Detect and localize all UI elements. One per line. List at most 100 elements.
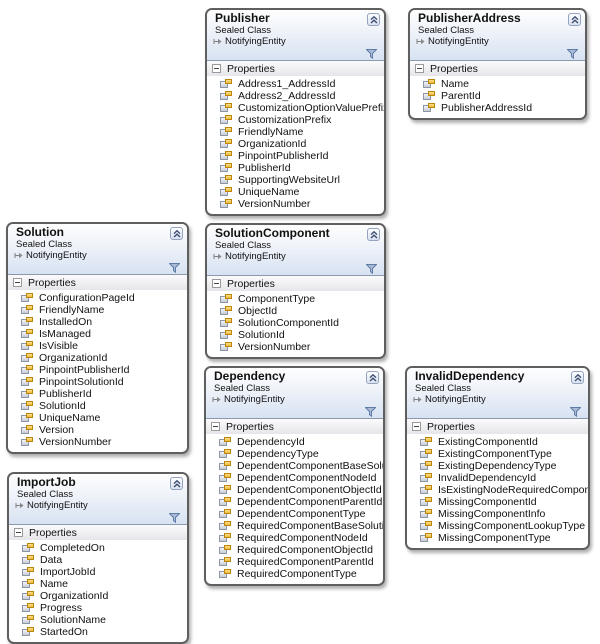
property-row[interactable]: Address2_AddressId xyxy=(207,90,384,102)
property-row[interactable]: RequiredComponentBaseSolutionId xyxy=(206,520,383,532)
class-box-publisher[interactable]: Publisher Sealed Class NotifyingEntity P… xyxy=(205,8,386,216)
property-row[interactable]: UniqueName xyxy=(207,186,384,198)
property-row[interactable]: ExistingDependencyType xyxy=(407,460,588,472)
class-box-solution[interactable]: Solution Sealed Class NotifyingEntity Pr… xyxy=(6,222,189,454)
property-row[interactable]: StartedOn xyxy=(9,626,187,638)
minus-box-icon[interactable] xyxy=(211,422,220,431)
base-class-row: NotifyingEntity xyxy=(413,394,584,405)
funnel-filter-icon[interactable] xyxy=(169,512,180,523)
property-row[interactable]: ObjectId xyxy=(207,305,384,317)
property-row[interactable]: MissingComponentInfo xyxy=(407,508,588,520)
minus-box-icon[interactable] xyxy=(13,278,22,287)
property-label: VersionNumber xyxy=(39,436,112,448)
chevron-up-double-icon[interactable] xyxy=(170,477,183,490)
property-row[interactable]: PublisherId xyxy=(8,388,187,400)
property-row[interactable]: InvalidDependencyId xyxy=(407,472,588,484)
class-box-importjob[interactable]: ImportJob Sealed Class NotifyingEntity P… xyxy=(7,472,189,644)
property-row[interactable]: RequiredComponentObjectId xyxy=(206,544,383,556)
property-row[interactable]: SolutionName xyxy=(9,614,187,626)
property-row[interactable]: MissingComponentType xyxy=(407,532,588,544)
property-row[interactable]: DependentComponentType xyxy=(206,508,383,520)
property-row[interactable]: UniqueName xyxy=(8,412,187,424)
properties-section-header[interactable]: Properties xyxy=(9,525,187,540)
property-row[interactable]: Progress xyxy=(9,602,187,614)
property-row[interactable]: Version xyxy=(8,424,187,436)
property-row[interactable]: IsExistingNodeRequiredComponent xyxy=(407,484,588,496)
minus-box-icon[interactable] xyxy=(212,64,221,73)
properties-section-header[interactable]: Properties xyxy=(8,275,187,290)
property-row[interactable]: RequiredComponentType xyxy=(206,568,383,580)
property-row[interactable]: SolutionId xyxy=(207,329,384,341)
funnel-filter-icon[interactable] xyxy=(366,263,377,274)
property-row[interactable]: PinpointSolutionId xyxy=(8,376,187,388)
chevron-up-double-icon[interactable] xyxy=(367,13,380,26)
funnel-filter-icon[interactable] xyxy=(365,406,376,417)
property-row[interactable]: ExistingComponentType xyxy=(407,448,588,460)
property-row[interactable]: ConfigurationPageId xyxy=(8,292,187,304)
property-row[interactable]: PinpointPublisherId xyxy=(8,364,187,376)
funnel-filter-icon[interactable] xyxy=(366,48,377,59)
class-box-publisheraddress[interactable]: PublisherAddress Sealed Class NotifyingE… xyxy=(408,8,587,120)
minus-box-icon[interactable] xyxy=(415,64,424,73)
properties-section-header[interactable]: Properties xyxy=(206,419,383,434)
property-row[interactable]: Address1_AddressId xyxy=(207,78,384,90)
chevron-up-double-icon[interactable] xyxy=(568,13,581,26)
property-label: UniqueName xyxy=(39,412,101,424)
property-row[interactable]: ParentId xyxy=(410,90,585,102)
property-row[interactable]: SupportingWebsiteUrl xyxy=(207,174,384,186)
property-row[interactable]: FriendlyName xyxy=(8,304,187,316)
property-row[interactable]: InstalledOn xyxy=(8,316,187,328)
property-row[interactable]: DependentComponentNodeId xyxy=(206,472,383,484)
property-row[interactable]: IsVisible xyxy=(8,340,187,352)
property-row[interactable]: DependencyId xyxy=(206,436,383,448)
property-row[interactable]: Name xyxy=(410,78,585,90)
chevron-up-double-icon[interactable] xyxy=(366,371,379,384)
properties-section-header[interactable]: Properties xyxy=(407,419,588,434)
property-row[interactable]: Name xyxy=(9,578,187,590)
property-row[interactable]: ComponentType xyxy=(207,293,384,305)
property-row[interactable]: PublisherId xyxy=(207,162,384,174)
property-row[interactable]: ExistingComponentId xyxy=(407,436,588,448)
properties-section-header[interactable]: Properties xyxy=(207,276,384,291)
minus-box-icon[interactable] xyxy=(212,279,221,288)
property-row[interactable]: VersionNumber xyxy=(8,436,187,448)
property-row[interactable]: DependentComponentObjectId xyxy=(206,484,383,496)
property-row[interactable]: MissingComponentId xyxy=(407,496,588,508)
funnel-filter-icon[interactable] xyxy=(169,262,180,273)
minus-box-icon[interactable] xyxy=(412,422,421,431)
chevron-up-double-icon[interactable] xyxy=(170,227,183,240)
chevron-up-double-icon[interactable] xyxy=(367,228,380,241)
chevron-up-double-icon[interactable] xyxy=(571,371,584,384)
property-row[interactable]: PublisherAddressId xyxy=(410,102,585,114)
property-row[interactable]: PinpointPublisherId xyxy=(207,150,384,162)
class-box-solutioncomponent[interactable]: SolutionComponent Sealed Class Notifying… xyxy=(205,223,386,359)
property-row[interactable]: SolutionId xyxy=(8,400,187,412)
property-row[interactable]: CompletedOn xyxy=(9,542,187,554)
properties-section-header[interactable]: Properties xyxy=(410,61,585,76)
property-row[interactable]: MissingComponentLookupType xyxy=(407,520,588,532)
property-row[interactable]: FriendlyName xyxy=(207,126,384,138)
property-row[interactable]: RequiredComponentParentId xyxy=(206,556,383,568)
minus-box-icon[interactable] xyxy=(14,528,23,537)
class-box-dependency[interactable]: Dependency Sealed Class NotifyingEntity … xyxy=(204,366,385,586)
funnel-filter-icon[interactable] xyxy=(570,406,581,417)
property-label: IsManaged xyxy=(39,328,91,340)
property-row[interactable]: VersionNumber xyxy=(207,198,384,210)
property-row[interactable]: VersionNumber xyxy=(207,341,384,353)
property-row[interactable]: DependentComponentBaseSolutionId xyxy=(206,460,383,472)
property-row[interactable]: IsManaged xyxy=(8,328,187,340)
property-row[interactable]: CustomizationPrefix xyxy=(207,114,384,126)
property-row[interactable]: OrganizationId xyxy=(9,590,187,602)
property-row[interactable]: DependentComponentParentId xyxy=(206,496,383,508)
property-row[interactable]: SolutionComponentId xyxy=(207,317,384,329)
funnel-filter-icon[interactable] xyxy=(567,48,578,59)
property-row[interactable]: ImportJobId xyxy=(9,566,187,578)
property-row[interactable]: DependencyType xyxy=(206,448,383,460)
property-row[interactable]: OrganizationId xyxy=(207,138,384,150)
property-row[interactable]: Data xyxy=(9,554,187,566)
properties-section-header[interactable]: Properties xyxy=(207,61,384,76)
property-row[interactable]: CustomizationOptionValuePrefix xyxy=(207,102,384,114)
property-row[interactable]: RequiredComponentNodeId xyxy=(206,532,383,544)
class-box-invaliddependency[interactable]: InvalidDependency Sealed Class Notifying… xyxy=(405,366,590,550)
property-row[interactable]: OrganizationId xyxy=(8,352,187,364)
